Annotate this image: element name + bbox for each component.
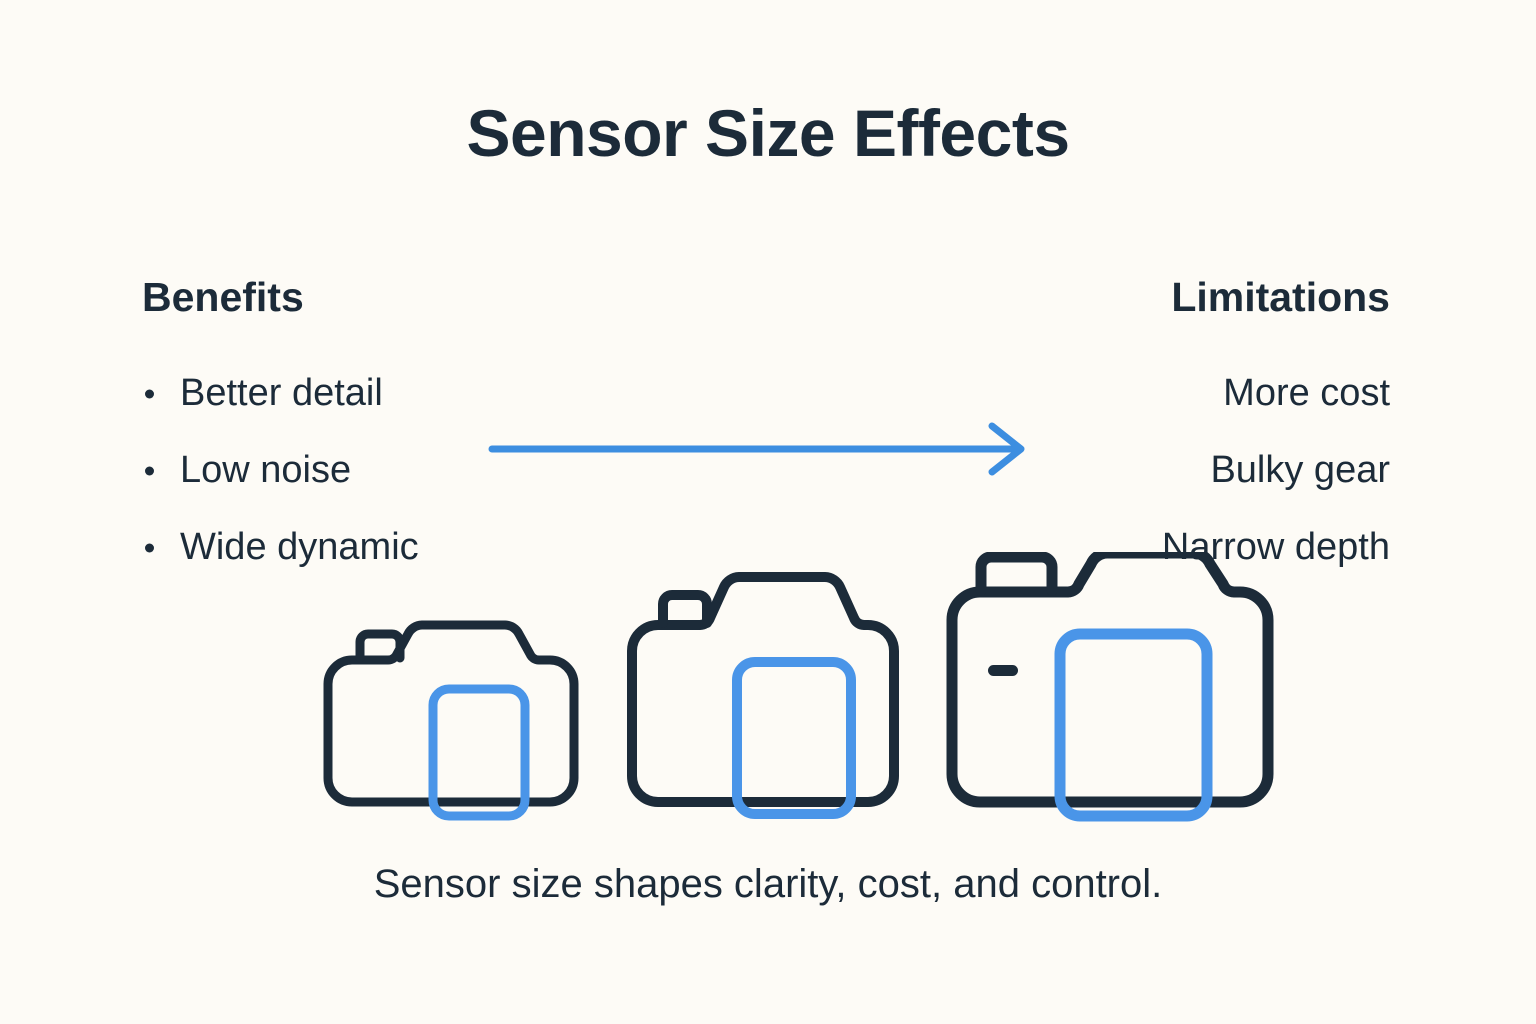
- list-item: More cost: [1162, 355, 1390, 432]
- camera-size-comparison: [323, 552, 1274, 822]
- benefits-list: Better detail Low noise Wide dynamic: [142, 355, 419, 586]
- list-item: Wide dynamic: [142, 509, 419, 586]
- camera-body: [946, 552, 1274, 808]
- bullet-icon: [145, 543, 154, 552]
- camera-flash-shoe: [975, 552, 1058, 596]
- list-item: Narrow depth: [1162, 509, 1390, 586]
- camera-sensor-area: [428, 684, 530, 821]
- large-sensor-camera: [946, 552, 1274, 822]
- list-item-label: More cost: [1223, 372, 1390, 414]
- list-item-label: Wide dynamic: [180, 526, 419, 568]
- medium-sensor-camera: [627, 572, 899, 819]
- bullet-icon: [145, 466, 154, 475]
- list-item-label: Low noise: [180, 449, 352, 491]
- page-title: Sensor Size Effects: [466, 96, 1070, 170]
- camera-indicator-lamp: [988, 665, 1018, 676]
- camera-flash-shoe: [355, 629, 405, 663]
- list-item-label: Better detail: [180, 372, 383, 414]
- camera-sensor-area: [1054, 628, 1213, 822]
- slide-caption: Sensor size shapes clarity, cost, and co…: [373, 862, 1163, 906]
- benefits-heading: Benefits: [142, 274, 304, 320]
- list-item: Bulky gear: [1162, 432, 1390, 509]
- camera-sensor-area: [732, 657, 856, 819]
- small-sensor-camera: [323, 620, 579, 821]
- list-item-label: Narrow depth: [1161, 526, 1390, 568]
- list-item-label: Bulky gear: [1210, 449, 1390, 491]
- camera-flash-shoe: [658, 590, 712, 628]
- list-item: Low noise: [142, 432, 419, 509]
- limitations-heading: Limitations: [1171, 274, 1390, 320]
- right-arrow-icon: [488, 422, 1025, 476]
- list-item: Better detail: [142, 355, 419, 432]
- camera-body: [323, 620, 579, 807]
- camera-body: [627, 572, 899, 807]
- limitations-list: More cost Bulky gear Narrow depth: [1162, 355, 1390, 586]
- bullet-icon: [145, 389, 154, 398]
